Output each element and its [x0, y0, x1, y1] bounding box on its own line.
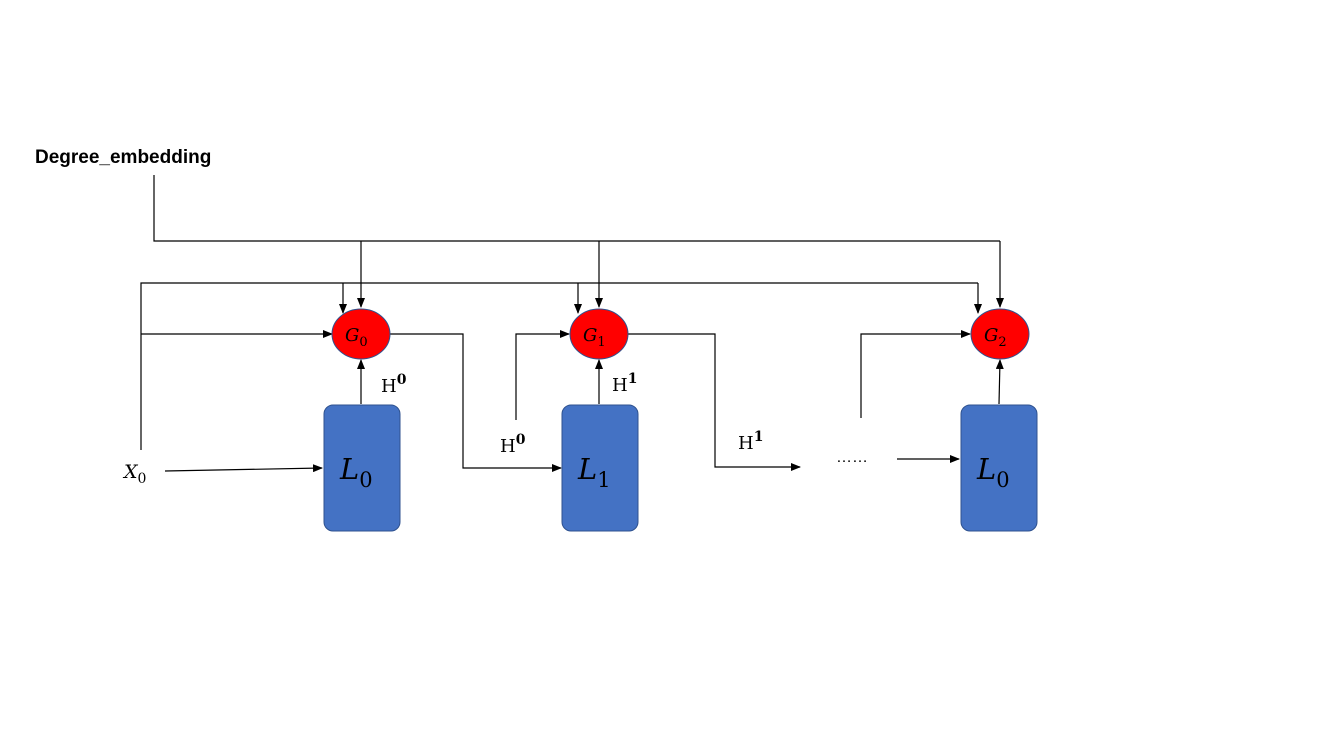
svg-text:H0: H0: [381, 372, 407, 397]
layer-l2-sub: 0: [996, 468, 1009, 492]
layer-l0-sub: 0: [359, 468, 372, 492]
svg-text:G2: G2: [984, 325, 1007, 350]
gate-g0-sub: 0: [359, 335, 367, 350]
degree-embedding-wires: [153, 175, 1004, 308]
input-x0-base: X: [122, 461, 139, 483]
hidden-label-1-base: H: [381, 376, 397, 397]
input-arrow: [164, 464, 323, 473]
gate-g1-sub: 1: [597, 335, 605, 350]
hidden-label-4-base: H: [738, 433, 754, 454]
layer-l0-base: L: [339, 452, 359, 486]
layer-l1-sub: 1: [597, 468, 610, 492]
hidden-label-1-sup: 0: [397, 372, 407, 388]
layer-box-l1: L1: [561, 404, 639, 532]
svg-text:L1: L1: [577, 452, 611, 492]
l2-to-g2-arrow: [995, 359, 1004, 405]
svg-text:H1: H1: [612, 371, 637, 396]
svg-text:G0: G0: [345, 325, 368, 350]
svg-text:L0: L0: [339, 452, 373, 492]
hidden-label-3-base: H: [500, 436, 516, 457]
degree-embedding-label: Degree_embedding: [35, 147, 211, 168]
hidden-label-2-sup: 1: [628, 371, 638, 387]
svg-text:G1: G1: [583, 325, 606, 350]
gate-g2: G2: [970, 308, 1030, 360]
continuation-ellipsis: ……: [836, 449, 868, 466]
hidden-label-3-sup: 0: [516, 432, 526, 448]
layer-box-l0: L0: [323, 404, 401, 532]
g1-to-next-arrow: [628, 333, 801, 471]
input-x0-sub: 0: [138, 471, 147, 487]
svg-text:X0: X0: [122, 461, 146, 487]
gate-g1: G1: [569, 308, 629, 360]
gate-g0-base: G: [345, 325, 359, 346]
gate-g2-sub: 2: [998, 335, 1006, 350]
svg-text:H0: H0: [500, 432, 526, 457]
g0-to-l1-arrow: [390, 333, 562, 472]
h0-to-g1-arrow: [515, 330, 570, 420]
gate-g0: G0: [331, 308, 391, 360]
svg-text:L0: L0: [976, 452, 1010, 492]
input-bus-wires: [140, 282, 982, 450]
hidden-label-4-sup: 1: [754, 429, 764, 445]
next-to-g2-arrow: [860, 330, 971, 418]
gate-g1-base: G: [583, 325, 597, 346]
hidden-label-2-base: H: [612, 375, 628, 396]
layer-box-l2: L0: [960, 404, 1038, 532]
gate-g2-base: G: [984, 325, 998, 346]
layer-l1-base: L: [577, 452, 597, 486]
svg-text:H1: H1: [738, 429, 763, 454]
layer-l2-base: L: [976, 452, 996, 486]
